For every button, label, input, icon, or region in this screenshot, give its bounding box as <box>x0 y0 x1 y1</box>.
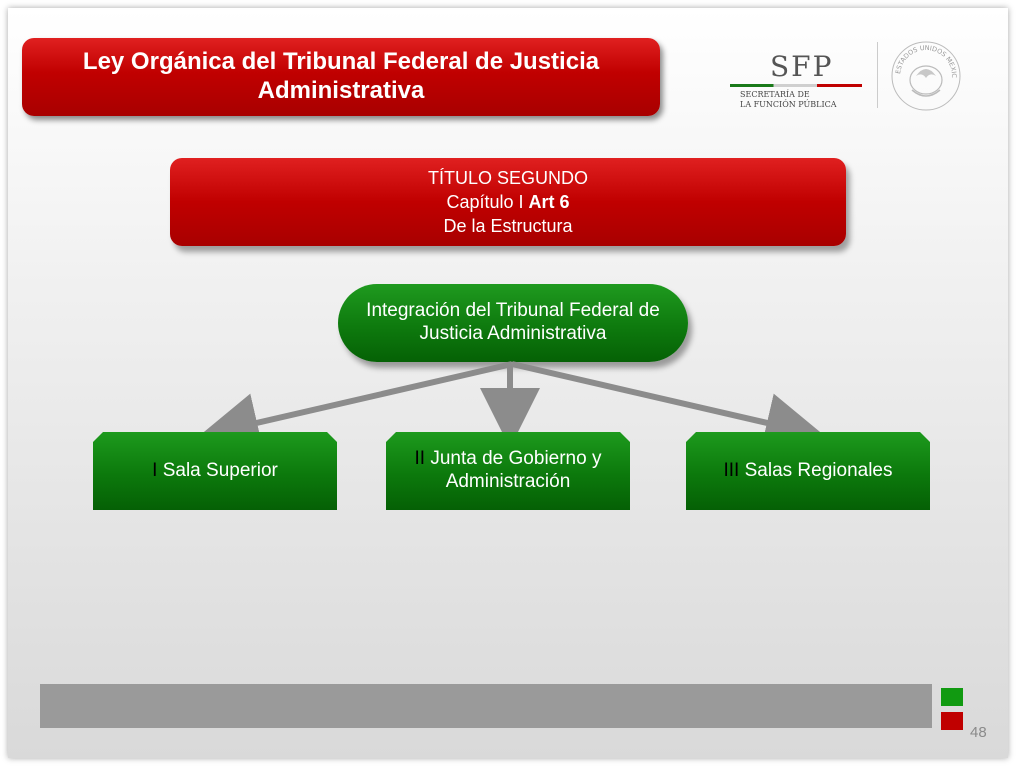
node-label: II Junta de Gobierno y Administración <box>398 448 618 494</box>
logo-divider <box>877 42 878 108</box>
node-label: III Salas Regionales <box>724 460 893 483</box>
page-number: 48 <box>970 724 987 741</box>
root-node: Integración del Tribunal Federal de Just… <box>338 284 688 362</box>
section-chapter-prefix: Capítulo I <box>446 191 529 212</box>
section-heading-box: TÍTULO SEGUNDO Capítulo I Art 6 De la Es… <box>170 158 846 246</box>
sfp-logo: SFP SECRETARÍA DE LA FUNCIÓN PÚBLICA <box>730 50 865 110</box>
section-article: Art 6 <box>528 191 570 212</box>
sfp-logo-tricolor-line <box>730 84 862 87</box>
node-junta-de-gobierno: II Junta de Gobierno y Administración <box>386 432 630 510</box>
sfp-logo-subtitle-line1: SECRETARÍA DE <box>740 90 810 99</box>
node-roman: I <box>152 459 158 481</box>
node-label: I Sala Superior <box>152 460 278 483</box>
footer-red-square <box>941 712 963 730</box>
node-text: Junta de Gobierno y Administración <box>425 448 602 492</box>
sfp-logo-subtitle: SECRETARÍA DE LA FUNCIÓN PÚBLICA <box>740 90 860 110</box>
node-roman: III <box>723 459 740 481</box>
slide-background <box>8 8 1008 758</box>
root-node-label: Integración del Tribunal Federal de Just… <box>366 300 660 344</box>
sfp-logo-letters: SFP <box>770 50 834 83</box>
node-roman: II <box>414 448 426 470</box>
node-sala-superior: I Sala Superior <box>93 432 337 510</box>
national-seal-icon: ESTADOS UNIDOS MEXICANOS <box>890 40 961 111</box>
node-salas-regionales: III Salas Regionales <box>686 432 930 510</box>
section-title: TÍTULO SEGUNDO <box>427 167 588 188</box>
slide-title: Ley Orgánica del Tribunal Federal de Jus… <box>22 38 660 116</box>
section-chapter: Capítulo I Art 6 <box>170 190 846 214</box>
footer-green-square <box>941 688 963 706</box>
node-text: Sala Superior <box>157 459 278 481</box>
sfp-logo-subtitle-line2: LA FUNCIÓN PÚBLICA <box>740 100 837 109</box>
slide-title-text: Ley Orgánica del Tribunal Federal de Jus… <box>82 48 600 104</box>
section-subtitle: De la Estructura <box>443 216 573 237</box>
footer-bar <box>40 684 932 728</box>
node-text: Salas Regionales <box>739 459 893 481</box>
